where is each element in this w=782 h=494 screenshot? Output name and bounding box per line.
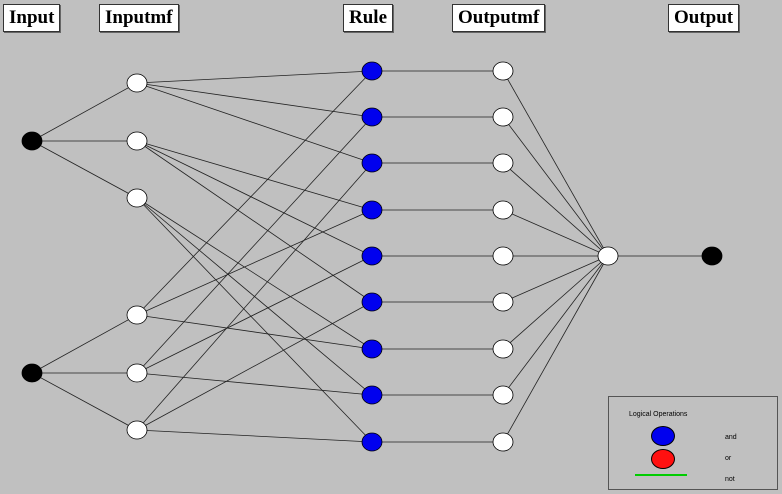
and-swatch [651, 426, 675, 446]
outputmf-node [492, 200, 514, 220]
edge-input-to-inputmf [31, 82, 138, 142]
output-node [701, 246, 723, 266]
edge-inputmf-to-rule [136, 140, 373, 211]
inputmf-node [126, 188, 148, 208]
edge-inputmf-to-rule [136, 70, 373, 316]
legend-title: Logical Operations [629, 411, 688, 418]
inputmf-node [126, 73, 148, 93]
edge-inputmf-to-rule [136, 82, 373, 164]
or-label: or [725, 455, 732, 462]
edge-inputmf-to-rule [136, 82, 373, 118]
outputmf-layer-header: Outputmf [452, 4, 546, 32]
edge-outputmf-to-output [502, 209, 609, 257]
edge-outputmf-to-output [502, 116, 609, 257]
edge-input-to-inputmf [31, 140, 138, 199]
edge-outputmf-to-output [502, 70, 609, 257]
network-edges [31, 70, 712, 443]
edge-outputmf-to-output [502, 162, 609, 257]
not-label: not [725, 476, 735, 483]
and-label: and [725, 434, 737, 441]
outputmf-node [492, 246, 514, 266]
edge-outputmf-to-output [502, 255, 609, 303]
edge-inputmf-to-rule [136, 314, 373, 350]
edge-input-to-inputmf [31, 314, 138, 374]
edge-inputmf-to-rule [136, 140, 373, 303]
edge-inputmf-to-rule [136, 197, 373, 350]
edge-inputmf-to-rule [136, 140, 373, 257]
aggregate-node [597, 246, 619, 266]
network-nodes [21, 61, 723, 452]
rule-node [361, 246, 383, 266]
input-layer-header: Input [3, 4, 61, 32]
input-node [21, 131, 43, 151]
rule-layer-header: Rule [343, 4, 393, 32]
outputmf-node [492, 153, 514, 173]
outputmf-node [492, 292, 514, 312]
edge-inputmf-to-rule [136, 429, 373, 443]
outputmf-node [492, 107, 514, 127]
inputmf-node [126, 131, 148, 151]
rule-node [361, 153, 383, 173]
logical-operations-legend: Logical Operations and or not [608, 396, 778, 490]
edge-inputmf-to-rule [136, 372, 373, 396]
edge-inputmf-to-rule [136, 301, 373, 431]
rule-node [361, 432, 383, 452]
edge-inputmf-to-rule [136, 197, 373, 443]
edge-input-to-inputmf [31, 372, 138, 431]
outputmf-node [492, 61, 514, 81]
input-node [21, 363, 43, 383]
inputmf-layer-header: Inputmf [99, 4, 179, 32]
edge-outputmf-to-output [502, 255, 609, 443]
edge-inputmf-to-rule [136, 209, 373, 316]
inputmf-node [126, 420, 148, 440]
rule-node [361, 61, 383, 81]
edge-inputmf-to-rule [136, 197, 373, 396]
outputmf-node [492, 385, 514, 405]
inputmf-node [126, 363, 148, 383]
rule-node [361, 200, 383, 220]
rule-node [361, 107, 383, 127]
output-layer-header: Output [668, 4, 740, 32]
outputmf-node [492, 432, 514, 452]
not-swatch [635, 474, 687, 476]
edge-outputmf-to-output [502, 255, 609, 396]
outputmf-node [492, 339, 514, 359]
edge-inputmf-to-rule [136, 116, 373, 374]
or-swatch [651, 449, 675, 469]
inputmf-node [126, 305, 148, 325]
rule-node [361, 385, 383, 405]
rule-node [361, 339, 383, 359]
edge-outputmf-to-output [502, 255, 609, 350]
edge-inputmf-to-rule [136, 70, 373, 84]
rule-node [361, 292, 383, 312]
